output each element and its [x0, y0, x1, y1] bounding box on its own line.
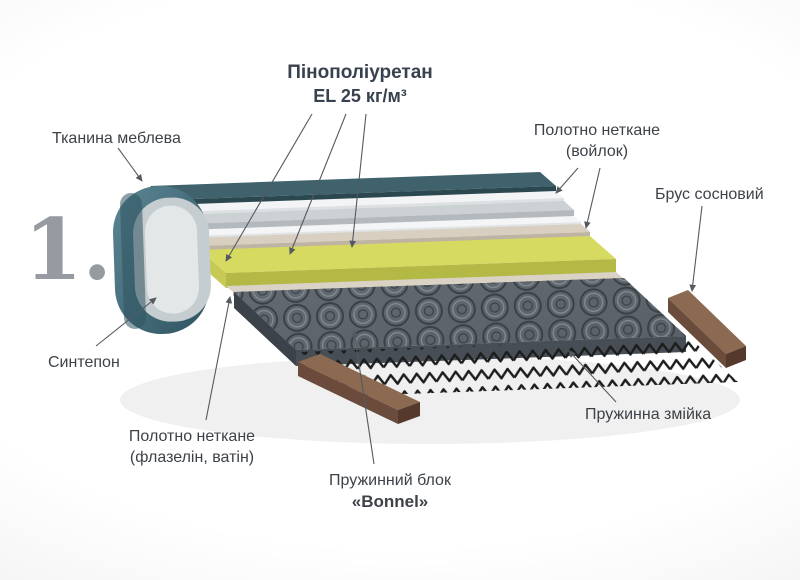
zigzag-springs	[300, 338, 738, 396]
label-nonwoven-line2: (флазелін, ватін)	[129, 449, 255, 467]
leader-foam-3	[349, 113, 367, 248]
leader-sintepon	[95, 297, 157, 347]
label-foam-line1: Пінополіуретан	[287, 62, 433, 83]
spring-coils-pattern	[234, 278, 686, 350]
label-foam: Пінополіуретан EL 25 кг/м³	[255, 60, 465, 109]
figure-number: 1.	[24, 200, 112, 299]
leader-snake	[568, 350, 617, 403]
leader-felt-1	[555, 167, 579, 194]
wood-bar-right	[668, 290, 746, 368]
leader-bonnel	[351, 330, 375, 465]
leader-lines	[95, 113, 703, 465]
leader-foam-2	[289, 113, 347, 255]
leader-nonwoven	[205, 296, 233, 421]
wood-bar-bottom	[298, 354, 420, 424]
label-sintepon: Синтепон	[48, 354, 120, 371]
label-snake-spring: Пружинна змійка	[585, 406, 712, 423]
label-felt: Полотно неткане (войлок)	[517, 120, 677, 162]
label-foam-line2: EL 25 кг/м³	[313, 86, 407, 107]
fabric-end-cap	[113, 185, 211, 335]
label-pine-bar: Брус сосновий	[655, 186, 764, 203]
label-nonwoven-line1: Полотно неткане	[128, 428, 256, 445]
leader-felt-2	[584, 167, 601, 229]
label-spring-block: Пружинний блок «Bonnel»	[310, 470, 470, 514]
label-spring-block-line1: Пружинний блок	[329, 472, 451, 489]
label-nonwoven: Полотно неткане (флазелін, ватін)	[102, 426, 282, 468]
leader-fabric	[117, 147, 143, 182]
label-fabric: Тканина меблева	[52, 130, 181, 147]
leader-foam-1	[225, 113, 313, 262]
label-felt-line2: (войлок)	[565, 143, 629, 161]
label-spring-block-line2: «Bonnel»	[351, 492, 429, 512]
leader-pine	[689, 205, 703, 292]
label-felt-line1: Полотно неткане	[533, 122, 661, 139]
